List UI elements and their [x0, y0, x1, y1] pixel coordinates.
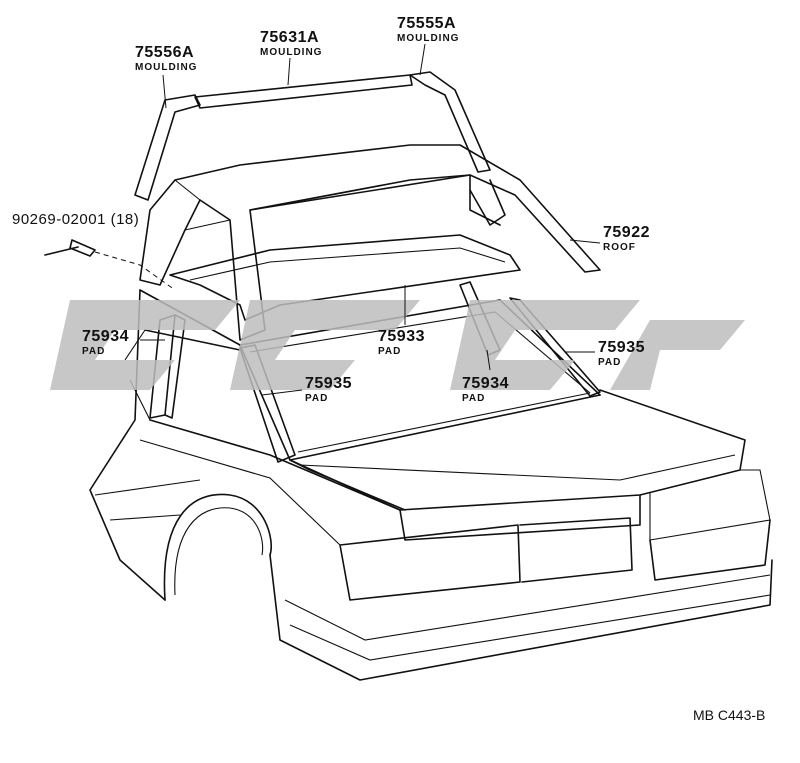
- callout-75933: 75933 PAD: [378, 328, 425, 357]
- part-name: PAD: [598, 357, 621, 368]
- fastener-drawing: [44, 239, 176, 291]
- roof-panel-drawing: [139, 144, 601, 341]
- callout-75631A: 75631A MOULDING: [260, 29, 322, 58]
- part-name: ROOF: [603, 242, 636, 253]
- headliner-pad-drawing: [169, 234, 521, 321]
- part-name: PAD: [305, 393, 328, 404]
- fastener-label: 90269-02001 (18): [12, 211, 139, 228]
- part-number: 75555A: [397, 15, 456, 32]
- part-name: MOULDING: [135, 62, 197, 73]
- part-number: 75556A: [135, 44, 194, 61]
- part-number: 75935: [305, 375, 352, 392]
- callout-75935-center: 75935 PAD: [305, 375, 352, 404]
- part-number: 75922: [603, 224, 650, 241]
- watermark-logo: [50, 300, 745, 390]
- part-number: 75935: [598, 339, 645, 356]
- part-number: 75933: [378, 328, 425, 345]
- part-name: PAD: [378, 346, 401, 357]
- callout-75934-center: 75934 PAD: [462, 375, 509, 404]
- part-name: PAD: [82, 346, 105, 357]
- part-number: 75631A: [260, 29, 319, 46]
- part-number: 75934: [462, 375, 509, 392]
- part-name: MOULDING: [397, 33, 459, 44]
- car-body-drawing: [89, 281, 773, 681]
- callout-75556A: 75556A MOULDING: [135, 44, 197, 73]
- leader-lines: [140, 43, 601, 396]
- callout-75935-right: 75935 PAD: [598, 339, 645, 368]
- part-number: 75934: [82, 328, 129, 345]
- callout-75934-left: 75934 PAD: [82, 328, 129, 357]
- part-name: MOULDING: [260, 47, 322, 58]
- callout-75555A: 75555A MOULDING: [397, 15, 459, 44]
- callout-75922: 75922 ROOF: [603, 224, 650, 253]
- diagram-code: MB C443-B: [693, 707, 765, 723]
- part-name: PAD: [462, 393, 485, 404]
